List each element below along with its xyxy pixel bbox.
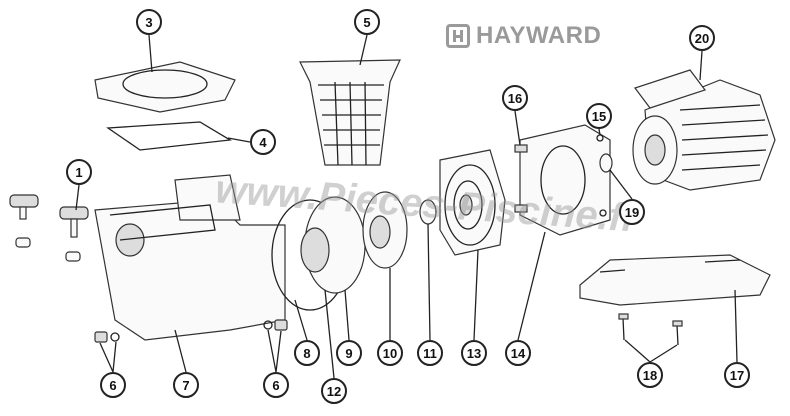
callout-6-right: 6 [263,372,289,398]
leader-lines [75,34,738,379]
callout-9: 9 [336,340,362,366]
part-drain-plugs [94,319,288,343]
callout-16: 16 [502,85,528,111]
part-base [579,254,771,306]
callout-13: 13 [461,340,487,366]
callout-19: 19 [619,199,645,225]
part-lid [94,61,236,113]
callout-7: 7 [173,372,199,398]
callout-11: 11 [417,340,443,366]
part-strainer-basket [299,59,401,166]
callout-5: 5 [354,9,380,35]
callout-15: 15 [586,103,612,129]
callout-20: 20 [689,25,715,51]
part-knobs [9,194,89,262]
part-pump-housing [94,174,286,341]
part-diffuser [300,196,366,294]
hayward-logo: HAYWARD [446,22,601,50]
part-impeller [362,191,408,269]
part-motor-bracket [514,124,611,236]
callout-8: 8 [294,340,320,366]
callout-3: 3 [136,9,162,35]
part-motor [632,69,776,191]
part-seal-plate [439,149,506,256]
callout-12: 12 [321,378,347,404]
callout-6-left: 6 [100,372,126,398]
callout-14: 14 [505,340,531,366]
callout-17: 17 [724,362,750,388]
callout-10: 10 [377,340,403,366]
hayward-logo-icon [446,24,470,48]
hayward-logo-text: HAYWARD [476,22,602,49]
part-washer [599,153,613,173]
callout-4: 4 [250,129,276,155]
part-lid-oring [106,121,232,151]
part-base-screws [618,313,683,346]
callout-18: 18 [637,362,663,388]
callout-1: 1 [66,159,92,185]
